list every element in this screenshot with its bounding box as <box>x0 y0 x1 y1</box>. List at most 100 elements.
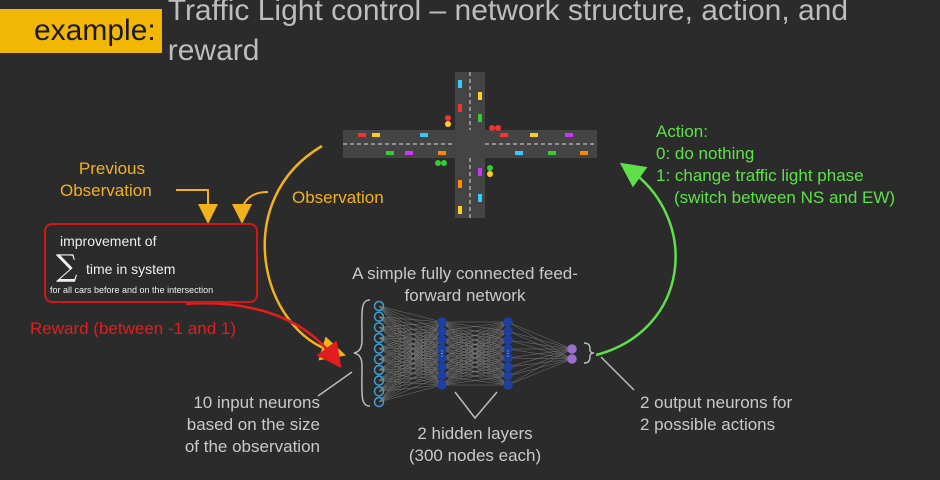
reward-arrow <box>185 302 342 369</box>
network-connection <box>378 357 443 403</box>
hidden-layers-note: 2 hidden layers (300 nodes each) <box>395 423 555 467</box>
hidden1-neuron <box>437 344 447 354</box>
network-connection <box>378 384 443 403</box>
network-connection <box>378 321 443 360</box>
input-neuron <box>373 364 385 376</box>
network-connection <box>441 321 509 386</box>
hidden1-neuron <box>437 353 447 363</box>
network-connection <box>507 358 573 386</box>
network-connection <box>507 348 573 360</box>
previous-observation-line2: Observation <box>60 181 152 200</box>
network-connection <box>441 321 509 377</box>
network-connection <box>507 358 573 377</box>
title-highlight: example: <box>0 9 162 53</box>
input-neuron <box>373 354 385 365</box>
network-connection <box>378 357 443 371</box>
hidden1-neuron <box>437 326 447 336</box>
network-connection <box>378 305 443 350</box>
input-neuron <box>373 311 385 322</box>
network-connection <box>378 357 443 392</box>
hidden1-neuron <box>437 362 447 372</box>
input-neuron <box>373 396 385 408</box>
network-connection <box>378 348 443 360</box>
traffic-light-icon <box>435 115 501 177</box>
action-label: Action: 0: do nothing 1: change traffic … <box>656 121 895 209</box>
hidden1-neuron <box>437 371 447 381</box>
hidden2-neuron <box>503 371 513 381</box>
network-connection <box>378 359 443 368</box>
sum-symbol: ∑ <box>56 249 78 284</box>
input-note-line1: 10 input neurons <box>193 393 320 412</box>
output-note-line1: 2 output neurons for <box>640 393 793 412</box>
network-connection <box>378 348 443 368</box>
network-connection <box>378 321 443 349</box>
hidden-pointer-line <box>454 391 498 420</box>
network-connection <box>378 337 443 368</box>
input-pointer-line <box>317 371 353 397</box>
output-neurons-note: 2 output neurons for 2 possible actions <box>640 392 792 436</box>
reward-line1: improvement of <box>60 233 157 249</box>
network-connection <box>441 348 509 386</box>
network-connection <box>378 339 443 381</box>
network-caption-line2: forward network <box>404 286 526 305</box>
network-connection <box>378 305 443 332</box>
network-connection <box>378 348 443 381</box>
intersection-icon <box>343 72 597 218</box>
network-connection <box>378 375 443 403</box>
output-note-line2: 2 possible actions <box>640 415 776 434</box>
network-connection <box>378 321 443 328</box>
input-neurons-note: 10 input neurons based on the size of th… <box>150 392 320 458</box>
network-connection <box>507 357 573 360</box>
observation-to-reward-arrow <box>232 191 269 224</box>
network-connection <box>378 339 443 360</box>
network-connection <box>378 330 443 371</box>
input-note-line2: based on the size <box>186 415 320 434</box>
network-connection <box>378 316 443 368</box>
network-connection <box>441 321 509 332</box>
network-connection <box>378 316 443 341</box>
network-connection <box>441 321 509 341</box>
network-connection <box>441 321 509 368</box>
network-connection <box>378 330 443 339</box>
network-connection <box>378 321 443 381</box>
input-neuron <box>373 322 385 333</box>
network-connection <box>378 357 443 360</box>
hidden1-neuron <box>437 380 447 390</box>
hidden2-neuron <box>503 317 513 327</box>
input-note-line3: of the observation <box>184 437 320 456</box>
network-connection <box>378 337 443 359</box>
hidden-layer-ellipsis: ⋮ <box>504 349 512 358</box>
network-caption: A simple fully connected feed- forward n… <box>320 263 610 307</box>
hidden-layer-ellipsis: ⋮ <box>438 349 446 358</box>
network-connection <box>507 348 573 359</box>
network-connection <box>378 330 443 392</box>
network-connection <box>378 327 443 350</box>
input-neuron <box>373 332 385 344</box>
action-option-1: 1: change traffic light phase <box>656 166 864 185</box>
network-connection <box>378 337 443 341</box>
network-connection <box>507 321 573 360</box>
network-connection <box>378 327 443 386</box>
network-connection <box>378 321 443 339</box>
observation-arrow <box>263 144 346 361</box>
hidden2-neuron <box>503 353 513 363</box>
network-connection <box>378 327 443 368</box>
hidden2-neuron <box>503 335 513 345</box>
network-connection <box>441 357 509 386</box>
neural-network-diagram: ⋮⋮ <box>373 300 577 408</box>
input-neuron <box>373 343 385 354</box>
hidden-note-line1: 2 hidden layers <box>417 424 533 443</box>
network-caption-line1: A simple fully connected feed- <box>352 264 578 283</box>
network-connection <box>378 339 443 392</box>
network-connection <box>441 321 509 359</box>
network-connection <box>378 316 443 359</box>
hidden2-neuron <box>503 326 513 336</box>
network-connection <box>378 366 443 403</box>
network-connection <box>378 321 443 392</box>
hidden-note-line2: (300 nodes each) <box>408 446 542 465</box>
network-connection <box>507 330 573 360</box>
network-connection <box>378 330 443 403</box>
network-connection <box>378 330 443 349</box>
network-connection <box>507 321 573 350</box>
hidden1-neuron <box>437 335 447 345</box>
